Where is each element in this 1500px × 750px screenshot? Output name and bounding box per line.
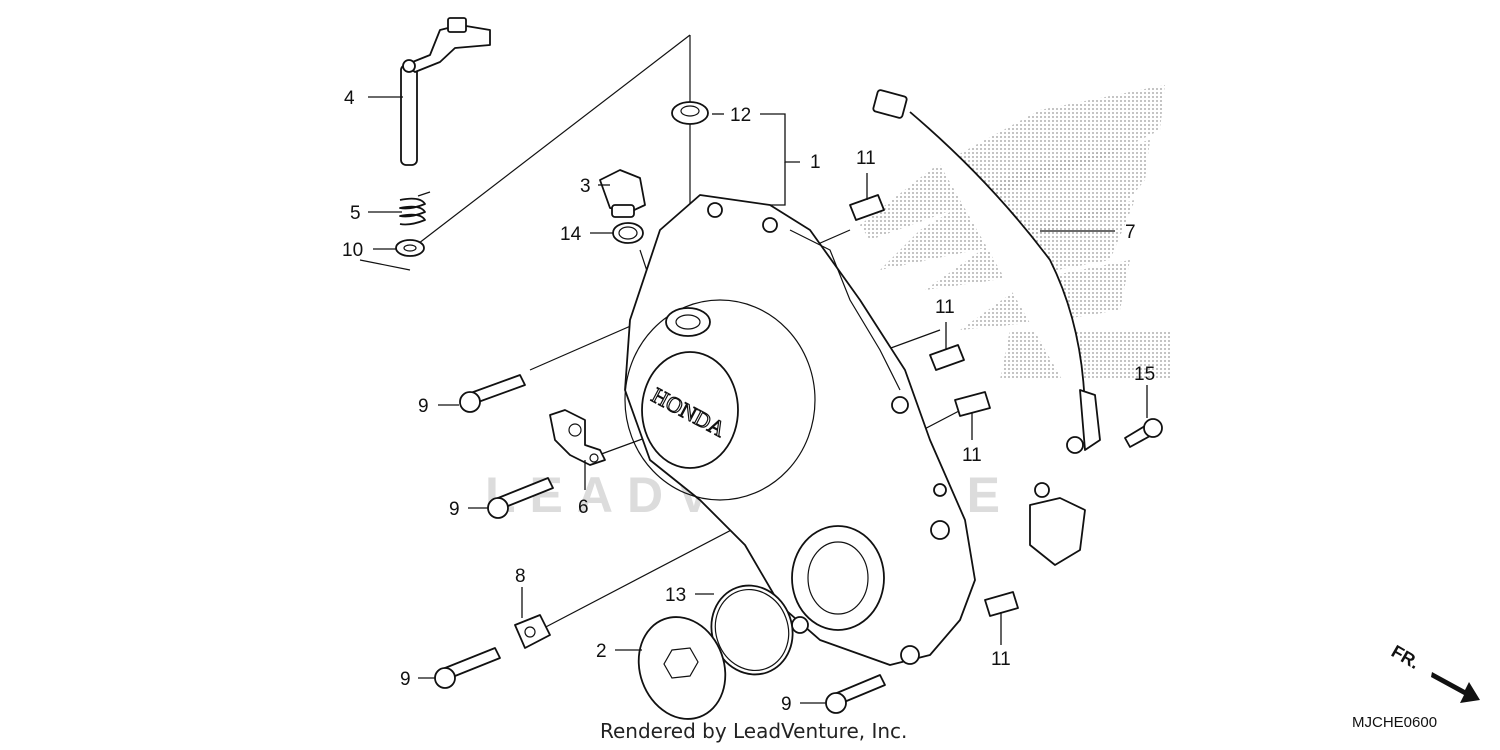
callout-2: 2 <box>596 641 607 662</box>
callout-11-lower-right: 11 <box>991 649 1011 670</box>
fr-label: FR. <box>1388 641 1423 673</box>
callout-14: 14 <box>560 224 582 245</box>
callout-9-middle: 9 <box>449 499 460 520</box>
part-6-clamp <box>549 409 606 466</box>
part-2-plug <box>637 616 727 720</box>
callout-10: 10 <box>342 240 363 261</box>
callout-5: 5 <box>350 203 361 224</box>
callout-15: 15 <box>1134 364 1155 385</box>
callout-7: 7 <box>1125 222 1136 243</box>
callout-labels: 1 2 3 4 5 6 7 8 9 9 9 9 10 11 11 11 11 1… <box>342 88 1155 715</box>
render-credit: Rendered by LeadVenture, Inc. <box>600 719 907 743</box>
callout-6: 6 <box>578 497 589 518</box>
part-3-filler-cap <box>599 169 646 218</box>
callout-12: 12 <box>730 105 751 126</box>
callout-1: 1 <box>810 152 821 173</box>
callout-13: 13 <box>665 585 686 606</box>
callout-3: 3 <box>580 176 591 197</box>
callout-4: 4 <box>344 88 355 109</box>
callout-9-bottom: 9 <box>781 694 792 715</box>
callout-9-lower-left: 9 <box>400 669 411 690</box>
part-14-o-ring <box>612 222 644 244</box>
part-10-washer <box>395 239 425 257</box>
part-15-bolt <box>1124 418 1163 448</box>
callout-9-upper: 9 <box>418 396 429 417</box>
part-8-clamp <box>514 614 551 649</box>
callout-11-upper-right: 11 <box>935 297 955 318</box>
part-9-bolts <box>434 374 886 714</box>
callout-11-middle-right: 11 <box>962 445 982 466</box>
callout-11-top: 11 <box>856 148 876 169</box>
part-4-arm <box>400 17 491 166</box>
diagram-code: MJCHE0600 <box>1352 714 1437 731</box>
part-5-spring <box>399 191 431 226</box>
callout-8: 8 <box>515 566 526 587</box>
part-7-sensor-wire <box>872 89 1101 566</box>
part-12-seal <box>671 101 709 125</box>
front-direction-marker: FR. <box>1388 641 1480 703</box>
leader-lines <box>368 96 1148 704</box>
front-arrow-icon <box>1431 672 1480 703</box>
right-crankcase-cover: HONDA <box>624 194 976 666</box>
part-11-dowels <box>849 194 1019 617</box>
